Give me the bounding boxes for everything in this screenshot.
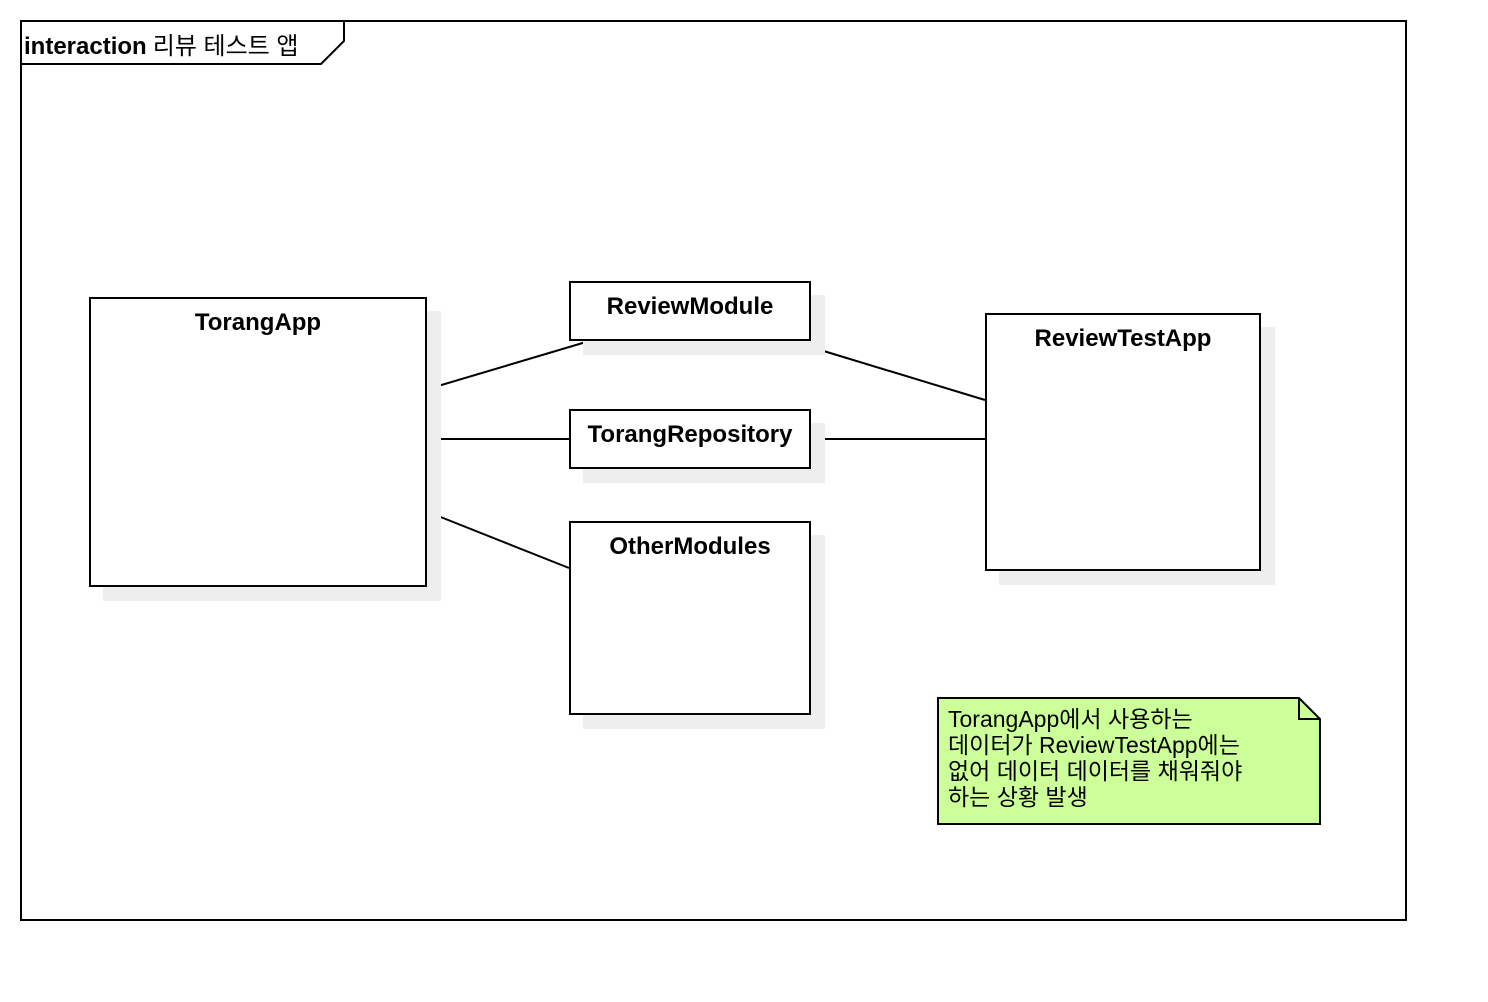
reviewmodule-box[interactable]: ReviewModule (569, 281, 811, 341)
othermodules-box[interactable]: OtherModules (569, 521, 811, 715)
torangapp-label: TorangApp (194, 309, 322, 336)
torangapp-box[interactable]: TorangApp (89, 297, 427, 587)
connector-reviewmodule-reviewtestapp (793, 341, 986, 401)
reviewtestapp-label: ReviewTestApp (1034, 325, 1212, 352)
reviewtestapp-box[interactable]: ReviewTestApp (985, 313, 1261, 571)
frame-keyword: interaction (24, 33, 147, 60)
reviewmodule-label: ReviewModule (606, 293, 774, 320)
frame-name-tab (20, 20, 345, 65)
torangrepository-box[interactable]: TorangRepository (569, 409, 811, 469)
connector-torangapp-othermodules (427, 511, 570, 569)
torangrepository-label: TorangRepository (587, 421, 793, 448)
frame-name: 리뷰 테스트 앱 (152, 33, 299, 60)
note-fill (937, 697, 1321, 825)
note-text: TorangApp에서 사용하는 데이터가 ReviewTestApp에는 없어… (948, 706, 1243, 810)
connector-torangapp-reviewmodule (427, 341, 587, 390)
note-fold (1298, 698, 1320, 720)
othermodules-label: OtherModules (609, 533, 771, 560)
note-shape[interactable] (937, 697, 1322, 826)
interaction-frame (20, 20, 1407, 921)
